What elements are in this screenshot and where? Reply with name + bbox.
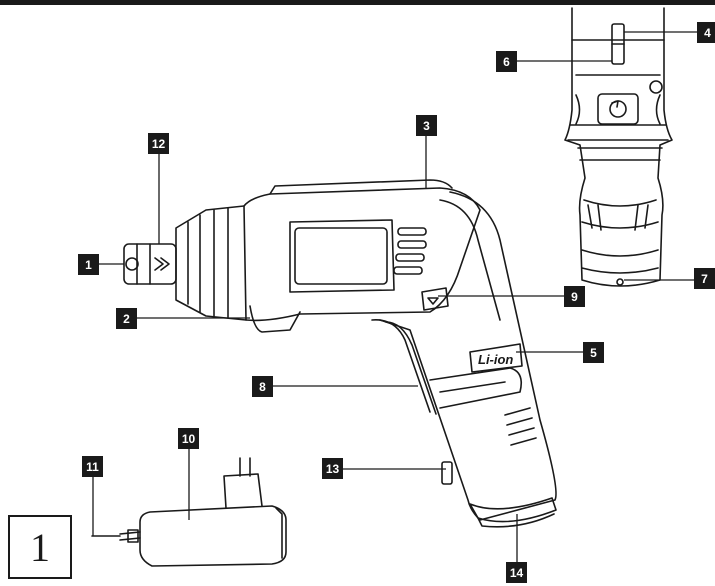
callout-8: 8 bbox=[252, 376, 273, 397]
callout-9: 9 bbox=[564, 286, 585, 307]
leader-lines bbox=[92, 31, 697, 562]
detail-view bbox=[564, 7, 673, 287]
battery-label: Li-ion bbox=[478, 352, 513, 367]
callout-5: 5 bbox=[583, 342, 604, 363]
callout-4: 4 bbox=[697, 22, 715, 43]
top-rule bbox=[0, 0, 715, 5]
callout-2: 2 bbox=[116, 308, 137, 329]
callout-7: 7 bbox=[694, 268, 715, 289]
figure-number-box: 1 bbox=[8, 515, 72, 579]
figure-number: 1 bbox=[30, 524, 50, 570]
callout-14: 14 bbox=[506, 562, 527, 583]
callout-13: 13 bbox=[322, 458, 343, 479]
screwdriver-body bbox=[123, 179, 557, 528]
callout-1: 1 bbox=[78, 254, 99, 275]
callout-6: 6 bbox=[496, 51, 517, 72]
callout-10: 10 bbox=[178, 428, 199, 449]
callout-11: 11 bbox=[82, 456, 103, 477]
callout-3: 3 bbox=[416, 115, 437, 136]
callout-12: 12 bbox=[148, 133, 169, 154]
charger-drawing bbox=[91, 457, 287, 567]
